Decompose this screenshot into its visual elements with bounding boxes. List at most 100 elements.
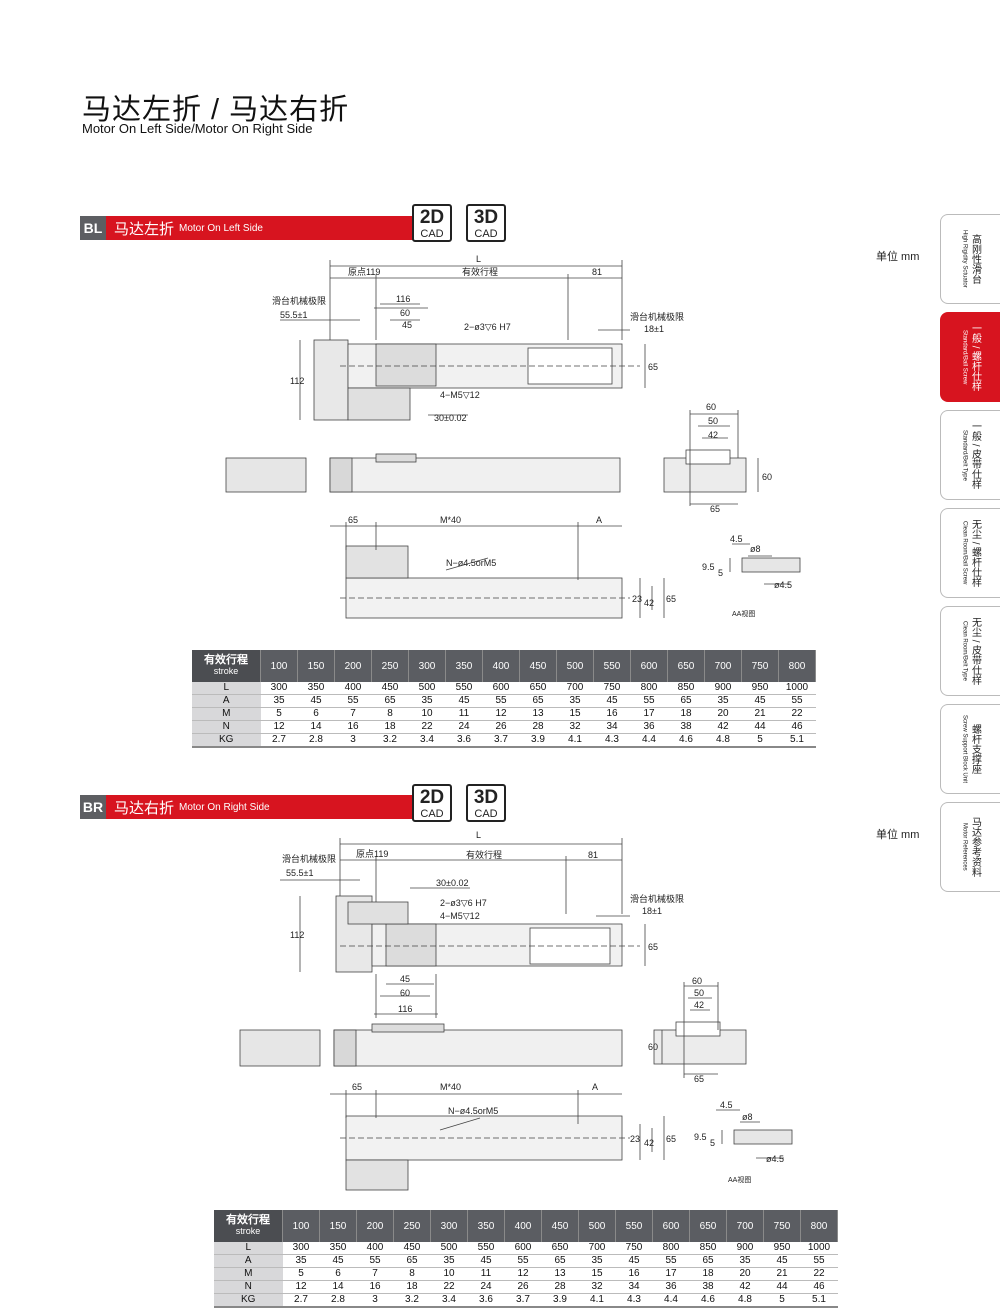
table-cell: 5.1 (800, 1293, 838, 1308)
stroke-col: 150 (319, 1210, 357, 1242)
dim-pA: A (592, 1082, 598, 1092)
table-cell: 32 (578, 1280, 616, 1294)
dim-origin: 原点119 (356, 849, 388, 859)
table-cell: 3 (334, 733, 372, 748)
table-cell: 22 (778, 707, 816, 721)
dim-p65: 65 (352, 1082, 362, 1092)
section-code: BL (80, 216, 106, 240)
section-title-bar: 马达左折 Motor On Left Side (106, 216, 440, 240)
table-cell: 16 (334, 720, 372, 734)
table-cell: 750 (615, 1242, 653, 1255)
dim-81: 81 (592, 267, 602, 277)
section-title-bar: 马达右折 Motor On Right Side (106, 795, 440, 819)
section-banner-br: BR 马达右折 Motor On Right Side (80, 795, 440, 819)
table-cell: 2.7 (260, 733, 298, 748)
table-cell: 700 (556, 682, 594, 695)
dim-p65v: 65 (666, 1134, 676, 1144)
table-cell: 850 (667, 682, 705, 695)
table-cell: 400 (334, 682, 372, 695)
table-cell: 45 (319, 1254, 357, 1268)
row-label: A (192, 694, 261, 708)
aa-view-label: AA视图 (732, 609, 755, 618)
table-cell: 8 (393, 1267, 431, 1281)
stroke-col: 350 (445, 650, 483, 682)
stroke-col: 650 (689, 1210, 727, 1242)
stroke-col: 400 (482, 650, 520, 682)
table-cell: 35 (578, 1254, 616, 1268)
table-cell: 15 (556, 707, 594, 721)
table-cell: 900 (704, 682, 742, 695)
table-cell: 55 (356, 1254, 394, 1268)
dim-a45b: ø4.5 (766, 1154, 784, 1164)
dim-p23: 23 (632, 594, 642, 604)
table-cell: 28 (541, 1280, 579, 1294)
table-cell: 35 (260, 694, 298, 708)
stroke-col: 450 (541, 1210, 579, 1242)
table-cell: 32 (556, 720, 594, 734)
page-subtitle: Motor On Left Side/Motor On Right Side (82, 121, 313, 136)
table-cell: 16 (615, 1267, 653, 1281)
table-cell: 950 (763, 1242, 801, 1255)
dim-a5: 5 (718, 568, 723, 578)
table-cell: 45 (445, 694, 483, 708)
stroke-col: 550 (593, 650, 631, 682)
table-cell: 7 (356, 1267, 394, 1281)
table-cell: 300 (282, 1242, 320, 1255)
stroke-col: 750 (741, 650, 779, 682)
dim-p42: 42 (644, 598, 654, 608)
table-cell: 550 (467, 1242, 505, 1255)
drawing-br: L 原点119 有效行程 81 滑台机械极限 55.5±1 30±0.02 2−… (239, 830, 793, 1191)
table-cell: 2.7 (282, 1293, 320, 1308)
table-cell: 45 (763, 1254, 801, 1268)
dim-a8: ø8 (742, 1112, 753, 1122)
stroke-col: 750 (763, 1210, 801, 1242)
dim-stroke: 有效行程 (462, 266, 498, 277)
table-cell: 3.2 (371, 733, 409, 748)
table-cell: 4.8 (704, 733, 742, 748)
table-cell: 35 (704, 694, 742, 708)
dim-116: 116 (398, 1004, 412, 1014)
dim-hole1: 2−ø3▽6 H7 (440, 898, 487, 908)
stroke-col: 150 (297, 650, 335, 682)
table-cell: 3.2 (393, 1293, 431, 1308)
table-cell: 4.3 (615, 1293, 653, 1308)
table-cell: 950 (741, 682, 779, 695)
table-cell: 55 (652, 1254, 690, 1268)
dim-limit-left: 滑台机械极限 (272, 295, 326, 306)
table-cell: 65 (541, 1254, 579, 1268)
stroke-col: 550 (615, 1210, 653, 1242)
table-cell: 44 (741, 720, 779, 734)
table-cell: 600 (482, 682, 520, 695)
table-cell: 20 (704, 707, 742, 721)
table-cell: 46 (800, 1280, 838, 1294)
table-cell: 18 (689, 1267, 727, 1281)
table-cell: 12 (282, 1280, 320, 1294)
dim-L: L (476, 830, 481, 840)
dim-a45: 4.5 (730, 534, 743, 544)
table-cell: 55 (778, 694, 816, 708)
table-cell: 10 (408, 707, 446, 721)
dim-a5: 5 (710, 1138, 715, 1148)
dim-a95: 9.5 (694, 1132, 707, 1142)
table-cell: 3.7 (504, 1293, 542, 1308)
dim-p23: 23 (630, 1134, 640, 1144)
stroke-col: 600 (652, 1210, 690, 1242)
